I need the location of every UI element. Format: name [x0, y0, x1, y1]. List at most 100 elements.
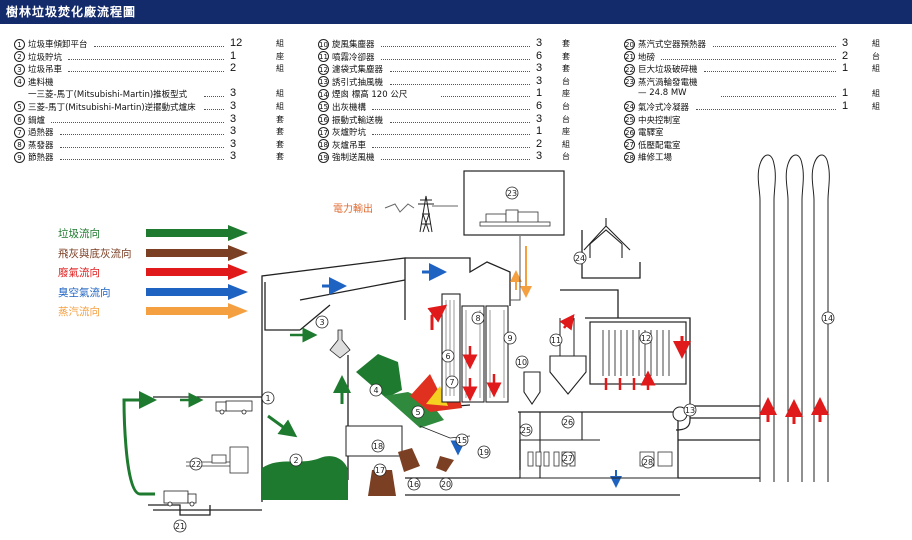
item-label: 強制送風機 [332, 153, 375, 164]
leader-dots [94, 38, 224, 47]
legend-arrow-flue-gas [146, 264, 248, 280]
diagram-label-text: 22 [191, 460, 201, 469]
leader-dots [712, 38, 836, 47]
diagram-label-25: 25 [519, 423, 533, 437]
item-label: 出灰機構 [332, 102, 367, 113]
leader-dots [68, 51, 224, 60]
item-label: 一三菱-馬丁(Mitsubishi-Martin)推板型式 [28, 90, 188, 101]
item-quantity: 2 [842, 49, 849, 62]
item-number-badge: 20 [624, 38, 635, 50]
item-label: 氣冷式冷凝器 [638, 102, 690, 113]
item-label: 低壓配電室 [638, 140, 681, 151]
item-quantity: 1 [536, 87, 543, 100]
diagram-label-11: 11 [549, 333, 563, 347]
item-label: 蒸汽渦輪發電機 [638, 77, 698, 88]
diagram-label-16: 16 [407, 477, 421, 491]
leader-dots [204, 88, 224, 98]
item-number-badge: 16 [318, 114, 329, 126]
item-quantity: 3 [230, 137, 237, 150]
item-quantity: 3 [536, 150, 543, 163]
chimney-stacks [757, 154, 830, 482]
item-unit: 台 [562, 101, 570, 111]
diagram-label-text: 8 [475, 314, 480, 323]
diagram-label-24: 24 [573, 251, 587, 265]
leader-dots [59, 126, 224, 136]
item-label: 灰爐貯坑 [332, 128, 367, 139]
superheater [461, 305, 485, 403]
diagram-label-13: 13 [683, 403, 697, 417]
transmission-pylon-icon [418, 195, 434, 233]
item-unit: 台 [562, 152, 570, 162]
item-number-badge: 22 [624, 63, 635, 75]
diagram-label-text: 24 [575, 254, 585, 263]
item-unit: 組 [276, 39, 284, 48]
diagram-label-text: 28 [643, 458, 653, 467]
item-label: 垃圾車傾卸平台 [28, 40, 88, 50]
diagram-label-text: 6 [445, 352, 450, 361]
diagram-label-text: 17 [375, 466, 385, 475]
item-label: 巨大垃圾破碎機 [638, 65, 698, 76]
diagram-label-text: 1 [265, 394, 270, 403]
diagram-label-2: 2 [289, 453, 303, 467]
legend-label-flue-gas: 廢氣流向 [58, 267, 100, 279]
diagram-label-text: 27 [563, 454, 573, 463]
item-number-badge: 4 [14, 76, 25, 88]
item-label: 鍋爐 [28, 115, 46, 126]
item-number-badge: 25 [624, 114, 635, 126]
legend-arrow-steam [146, 303, 248, 319]
legend-arrow-ash [146, 244, 248, 261]
diagram-label-20: 20 [439, 477, 453, 491]
item-unit: 座 [562, 89, 570, 99]
leader-dots [68, 63, 224, 73]
diagram-label-18: 18 [371, 439, 385, 453]
item-quantity: 3 [230, 87, 237, 100]
leader-dots [381, 51, 530, 60]
item-label: 旋風集塵器 [332, 40, 375, 50]
diagram-label-6: 6 [441, 349, 455, 363]
power-output-label: 電力輸出 [333, 202, 373, 215]
weighbridge-truck-icon [163, 490, 197, 507]
diagram-label-12: 12 [639, 331, 653, 345]
item-label: 垃圾吊車 [28, 65, 63, 76]
item-quantity: 3 [536, 37, 543, 49]
page-title: 樹林垃圾焚化廠流程圖 [0, 0, 912, 24]
power-line [384, 203, 415, 213]
air-cooled-condenser-icon [583, 218, 631, 258]
diagram-label-text: 21 [175, 522, 185, 531]
item-quantity: 3 [536, 112, 543, 125]
item-number-badge: 3 [14, 63, 25, 75]
item-label: 誘引式抽風機 [332, 77, 384, 88]
item-quantity: 3 [230, 99, 237, 112]
diagram-label-text: 5 [415, 408, 420, 417]
item-number-badge: 9 [14, 151, 25, 163]
item-unit: 套 [562, 51, 570, 61]
diagram-label-10: 10 [515, 355, 529, 369]
cyclone-collector [523, 371, 541, 405]
diagram-label-text: 19 [479, 448, 489, 457]
item-quantity: 3 [230, 112, 237, 125]
ash-pit [368, 470, 396, 496]
diagram-label-text: 12 [641, 334, 651, 343]
item-number-badge: 26 [624, 126, 635, 138]
item-unit: 套 [276, 114, 284, 124]
diagram-label-5: 5 [411, 405, 425, 419]
diagram-label-22: 22 [189, 457, 203, 471]
diagram-label-text: 26 [563, 418, 573, 427]
item-quantity: 2 [536, 137, 543, 150]
diagram-label-text: 3 [319, 318, 324, 327]
spray-cooler [549, 355, 587, 395]
item-label: 垃圾貯坑 [28, 52, 63, 63]
diagram-label-text: 15 [457, 436, 467, 445]
